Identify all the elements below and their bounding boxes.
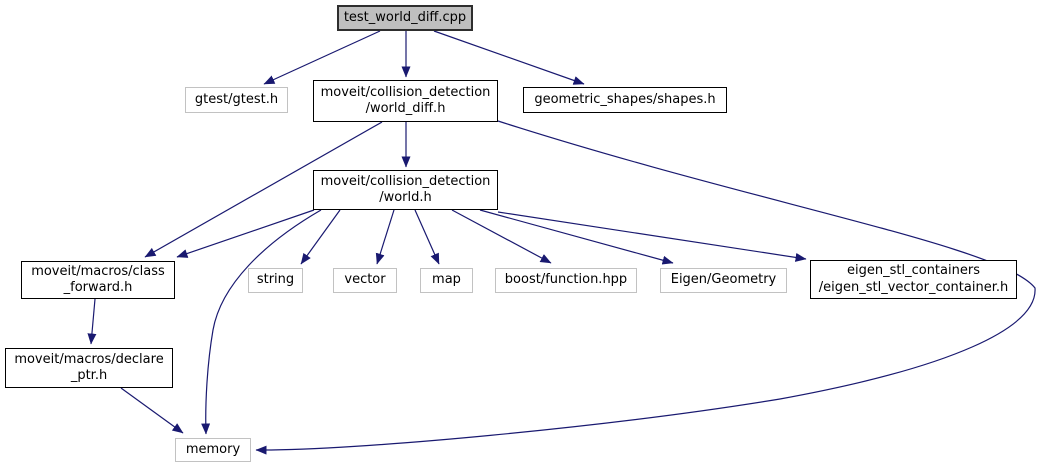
node-eigen_geometry: Eigen/Geometry: [660, 268, 787, 293]
node-label: memory: [185, 441, 241, 457]
node-geometric_shapes_shapes_h[interactable]: geometric_shapes/shapes.h: [523, 87, 727, 113]
edge-world_h-vector: [375, 209, 395, 265]
node-label: moveit/macros/class _forward.h: [31, 263, 165, 295]
edge-world_diff_h-class_forward_h: [144, 121, 383, 258]
edge-world_diff_h-memory: [255, 120, 1036, 455]
node-gtest_gtest_h: gtest/gtest.h: [185, 87, 288, 113]
edge-declare_ptr_h-memory: [120, 387, 184, 434]
node-map: map: [420, 268, 473, 293]
node-label: gtest/gtest.h: [194, 91, 279, 107]
node-label: moveit/collision_detection /world_diff.h: [320, 84, 491, 116]
node-label: Eigen/Geometry: [670, 272, 777, 288]
node-boost_function_hpp: boost/function.hpp: [495, 268, 637, 293]
node-memory: memory: [175, 438, 251, 462]
edge-test_world_diff_cpp-gtest_gtest_h: [263, 30, 381, 85]
edge-world_h-eigen_geometry: [479, 209, 674, 265]
node-class_forward_h[interactable]: moveit/macros/class _forward.h: [21, 261, 175, 299]
edge-test_world_diff_cpp-geometric_shapes_shapes_h: [433, 30, 585, 85]
edge-class_forward_h-declare_ptr_h: [87, 298, 97, 345]
edge-world_h-boost_function_hpp: [451, 209, 552, 264]
node-label: moveit/macros/declare _ptr.h: [14, 351, 164, 383]
node-label: test_world_diff.cpp: [343, 9, 467, 25]
node-string: string: [248, 268, 303, 293]
edge-world_h-string: [300, 209, 341, 265]
node-label: map: [432, 272, 461, 288]
node-declare_ptr_h[interactable]: moveit/macros/declare _ptr.h: [5, 348, 173, 388]
node-label: string: [256, 272, 295, 288]
node-label: vector: [344, 272, 386, 288]
node-world_diff_h[interactable]: moveit/collision_detection /world_diff.h: [313, 80, 498, 122]
node-label: geometric_shapes/shapes.h: [534, 91, 716, 107]
edge-world_h-memory: [201, 209, 322, 435]
node-eigen_stl_vector_container_h[interactable]: eigen_stl_containers /eigen_stl_vector_c…: [810, 260, 1017, 299]
node-world_h[interactable]: moveit/collision_detection /world.h: [313, 170, 498, 210]
node-label: boost/function.hpp: [504, 272, 628, 288]
edge-world_h-class_forward_h: [176, 209, 315, 258]
node-test_world_diff_cpp: test_world_diff.cpp: [337, 5, 473, 31]
node-label: eigen_stl_containers /eigen_stl_vector_c…: [818, 263, 1009, 295]
node-label: moveit/collision_detection /world.h: [320, 173, 491, 205]
node-vector: vector: [333, 268, 397, 293]
edge-world_h-eigen_stl_vector_container_h: [497, 211, 807, 262]
edge-world_h-map: [414, 209, 440, 265]
